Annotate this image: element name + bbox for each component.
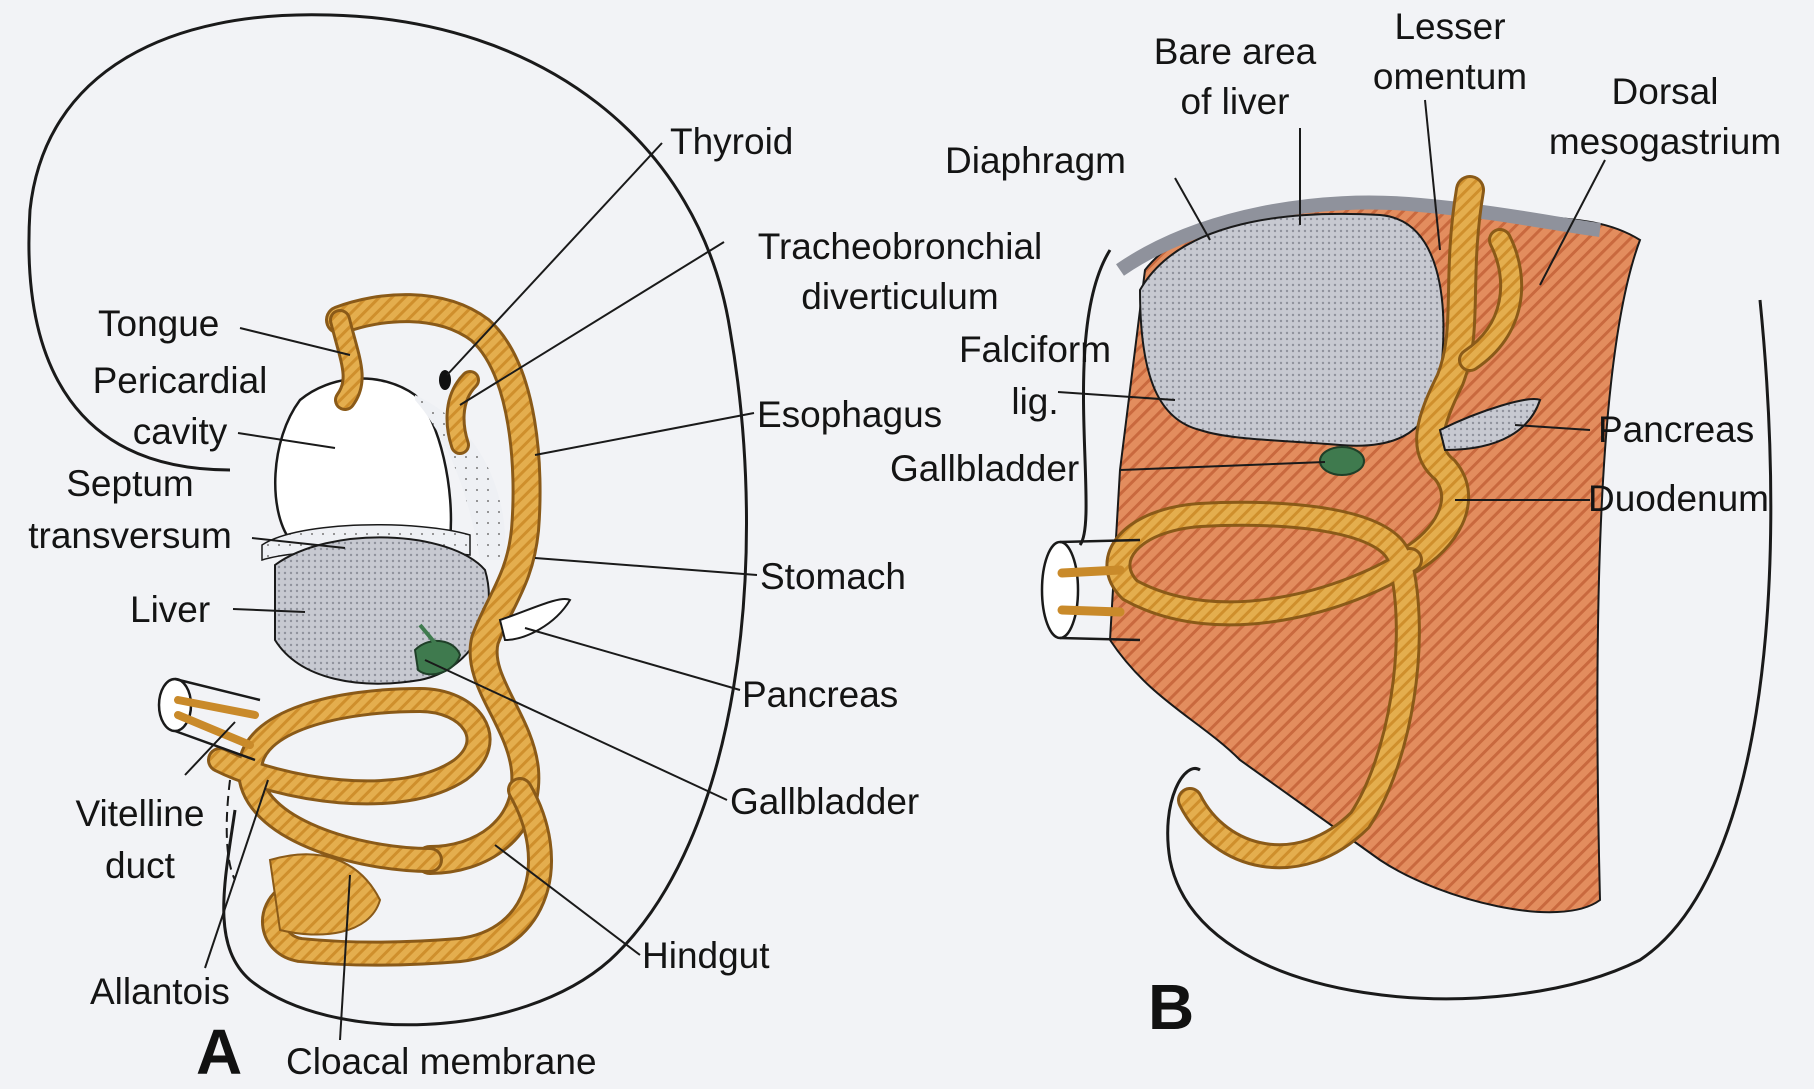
label-vitelline-2: duct <box>40 844 240 888</box>
panel-label-a: A <box>196 1015 242 1089</box>
label-septum-1: Septum <box>0 462 260 506</box>
label-pancreas-b: Pancreas <box>1598 408 1754 452</box>
label-cloacal-membrane: Cloacal membrane <box>286 1040 597 1084</box>
label-tracheobronchial-2: diverticulum <box>725 275 1075 319</box>
panel-label-b: B <box>1148 970 1194 1044</box>
label-diaphragm: Diaphragm <box>945 139 1126 183</box>
label-pericardial-1: Pericardial <box>60 359 300 403</box>
embryo-b-drawing <box>1042 190 1771 999</box>
label-gallbladder-b: Gallbladder <box>890 447 1079 491</box>
label-duodenum: Duodenum <box>1588 477 1769 521</box>
label-vitelline-1: Vitelline <box>40 792 240 836</box>
label-tongue: Tongue <box>98 302 219 346</box>
label-bare-area-1: Bare area <box>1115 30 1355 74</box>
label-septum-2: transversum <box>0 514 260 558</box>
label-dorsal-mesogastrium-2: mesogastrium <box>1525 120 1805 164</box>
label-hindgut: Hindgut <box>642 934 770 978</box>
label-liver: Liver <box>130 588 210 632</box>
label-lesser-omentum-2: omentum <box>1350 55 1550 99</box>
label-thyroid: Thyroid <box>670 120 793 164</box>
label-esophagus: Esophagus <box>757 393 942 437</box>
label-bare-area-2: of liver <box>1115 80 1355 124</box>
label-pericardial-2: cavity <box>60 410 300 454</box>
label-tracheobronchial-1: Tracheobronchial <box>725 225 1075 269</box>
label-dorsal-mesogastrium-1: Dorsal <box>1525 70 1805 114</box>
label-stomach: Stomach <box>760 555 906 599</box>
label-allantois: Allantois <box>90 970 230 1014</box>
label-lesser-omentum-1: Lesser <box>1350 5 1550 49</box>
label-falciform-2: lig. <box>935 380 1135 424</box>
label-gallbladder-a: Gallbladder <box>730 780 919 824</box>
label-pancreas-a: Pancreas <box>742 673 898 717</box>
label-falciform-1: Falciform <box>935 328 1135 372</box>
